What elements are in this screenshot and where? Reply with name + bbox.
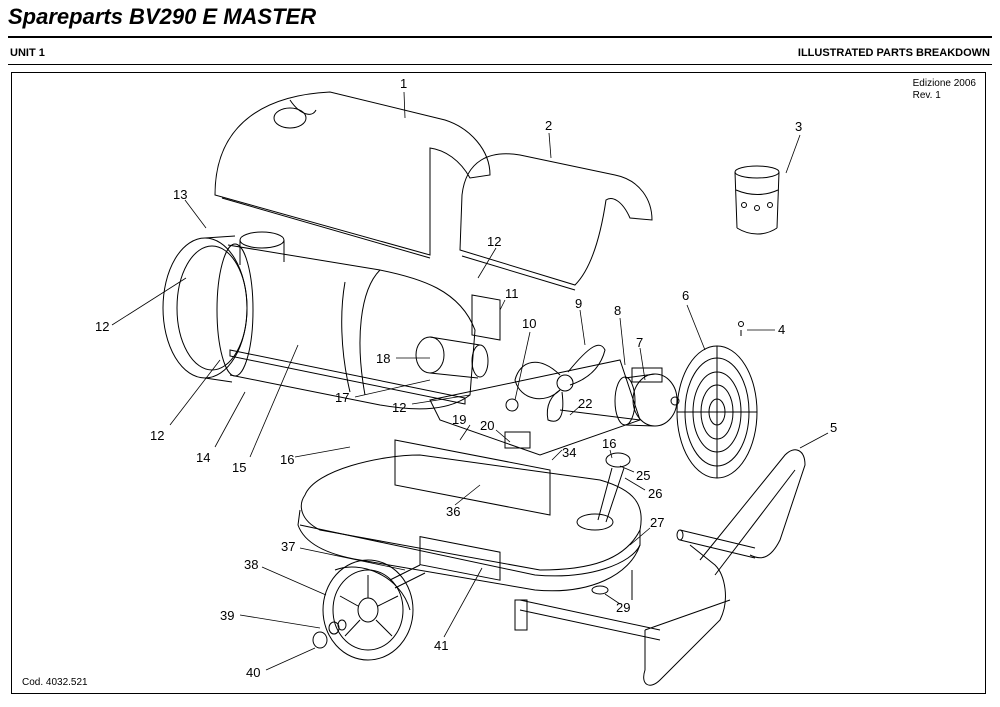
fuel-tank — [297, 454, 642, 592]
shield-plate — [229, 349, 466, 405]
axle-tube — [676, 529, 756, 559]
drawing-frame — [11, 72, 986, 694]
callout-3: 3 — [795, 119, 802, 134]
document-title: Spareparts BV290 E MASTER — [8, 4, 317, 29]
screw-part — [738, 321, 744, 336]
callout-4: 4 — [778, 322, 785, 337]
wheel — [322, 559, 414, 661]
callout-2: 2 — [545, 118, 552, 133]
wheel-washer — [328, 619, 347, 635]
rear-end-cap — [162, 231, 285, 383]
callout-36: 36 — [446, 504, 460, 519]
callout-12-top: 12 — [487, 234, 501, 249]
callout-15: 15 — [232, 460, 246, 475]
edition-year: Edizione 2006 — [912, 78, 976, 89]
callout-5: 5 — [830, 420, 837, 435]
callout-20: 20 — [480, 418, 494, 433]
callout-41: 41 — [434, 638, 448, 653]
callout-27: 27 — [650, 515, 664, 530]
callout-9: 9 — [575, 296, 582, 311]
callout-37: 37 — [281, 539, 295, 554]
callout-labels: 1 2 3 4 5 6 7 8 9 10 11 12 12 12 12 13 1… — [95, 76, 837, 680]
document-code: Cod. 4032.521 — [22, 677, 88, 688]
switch-block — [504, 431, 531, 449]
callout-12-mid: 12 — [392, 400, 406, 415]
edition-note: Edizione 2006 Rev. 1 — [913, 78, 976, 102]
callout-39: 39 — [220, 608, 234, 623]
callout-8: 8 — [614, 303, 621, 318]
fan-guard-grille — [676, 345, 758, 479]
callout-38: 38 — [244, 557, 258, 572]
handle-frame — [514, 449, 806, 686]
fan-blades — [505, 344, 606, 422]
fuel-gauge — [597, 452, 631, 523]
callout-25: 25 — [636, 468, 650, 483]
title-rule — [8, 36, 992, 38]
electric-motor — [614, 367, 680, 427]
callout-18: 18 — [376, 351, 390, 366]
callout-14: 14 — [196, 450, 210, 465]
callout-22: 22 — [578, 396, 592, 411]
upper-housing-front — [459, 153, 653, 291]
bracket-plate — [471, 294, 501, 341]
upper-housing-rear — [214, 91, 491, 259]
callout-16-left: 16 — [280, 452, 294, 467]
wheel-cap — [312, 631, 328, 649]
callout-29: 29 — [616, 600, 630, 615]
wheel-axle — [389, 564, 426, 589]
callout-26: 26 — [648, 486, 662, 501]
control-box — [394, 439, 551, 581]
callout-6: 6 — [682, 288, 689, 303]
edition-revision: Rev. 1 — [912, 90, 941, 101]
callout-13: 13 — [173, 187, 187, 202]
callout-10: 10 — [522, 316, 536, 331]
header-rule — [8, 64, 992, 65]
chimney-tube — [734, 165, 780, 235]
callout-34: 34 — [562, 445, 576, 460]
callout-16-right: 16 — [602, 436, 616, 451]
callout-19: 19 — [452, 412, 466, 427]
callout-12-bottom: 12 — [150, 428, 164, 443]
combustion-chamber — [216, 243, 476, 410]
bolt-part-29 — [591, 570, 633, 600]
burner-head — [415, 336, 489, 379]
callout-11: 11 — [505, 286, 519, 301]
callout-17: 17 — [335, 390, 349, 405]
callout-12-left: 12 — [95, 319, 109, 334]
callout-7: 7 — [636, 335, 643, 350]
section-label: ILLUSTRATED PARTS BREAKDOWN — [797, 47, 990, 59]
callout-40: 40 — [246, 665, 260, 680]
callout-1: 1 — [400, 76, 407, 91]
leader-lines — [111, 91, 829, 671]
unit-label: UNIT 1 — [10, 47, 45, 59]
